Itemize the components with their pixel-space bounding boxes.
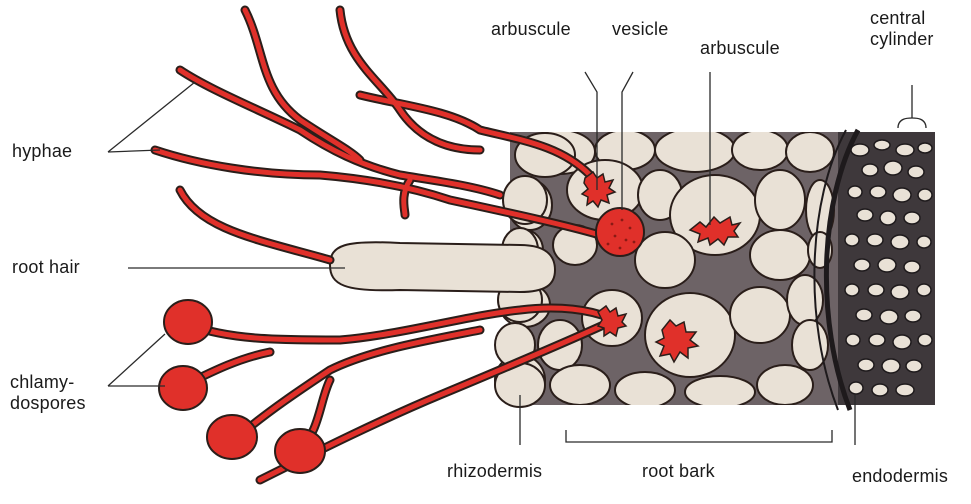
label-arbuscule-left: arbuscule bbox=[491, 19, 571, 40]
root-hair bbox=[330, 242, 555, 292]
label-chlamydospores: chlamy- dospores bbox=[10, 372, 86, 414]
label-arbuscule-right: arbuscule bbox=[700, 38, 780, 59]
label-vesicle: vesicle bbox=[612, 19, 668, 40]
chlamydospore-1 bbox=[164, 300, 212, 344]
cell bbox=[615, 372, 675, 408]
label-root-bark: root bark bbox=[642, 461, 715, 482]
label-root-hair: root hair bbox=[12, 257, 80, 278]
cell bbox=[755, 170, 805, 230]
cell bbox=[732, 130, 788, 170]
chlamydospore-3 bbox=[207, 415, 257, 459]
cell bbox=[786, 132, 834, 172]
cell bbox=[757, 365, 813, 405]
leader-root-bark-bracket bbox=[566, 430, 832, 442]
cell bbox=[635, 232, 695, 288]
cell bbox=[730, 287, 790, 343]
cell bbox=[685, 376, 755, 408]
label-rhizodermis: rhizodermis bbox=[447, 461, 542, 482]
label-central-cylinder: central cylinder bbox=[870, 8, 934, 50]
cell bbox=[750, 230, 810, 280]
label-hyphae: hyphae bbox=[12, 141, 72, 162]
chlamydospore-2 bbox=[159, 366, 207, 410]
leader-chlamydospores-upper bbox=[108, 334, 165, 386]
cell bbox=[787, 275, 823, 325]
leader-hyphae-upper bbox=[108, 82, 195, 152]
cell bbox=[655, 128, 735, 172]
chlamydospore-4 bbox=[275, 429, 325, 473]
cell bbox=[550, 365, 610, 405]
label-endodermis: endodermis bbox=[852, 466, 948, 487]
